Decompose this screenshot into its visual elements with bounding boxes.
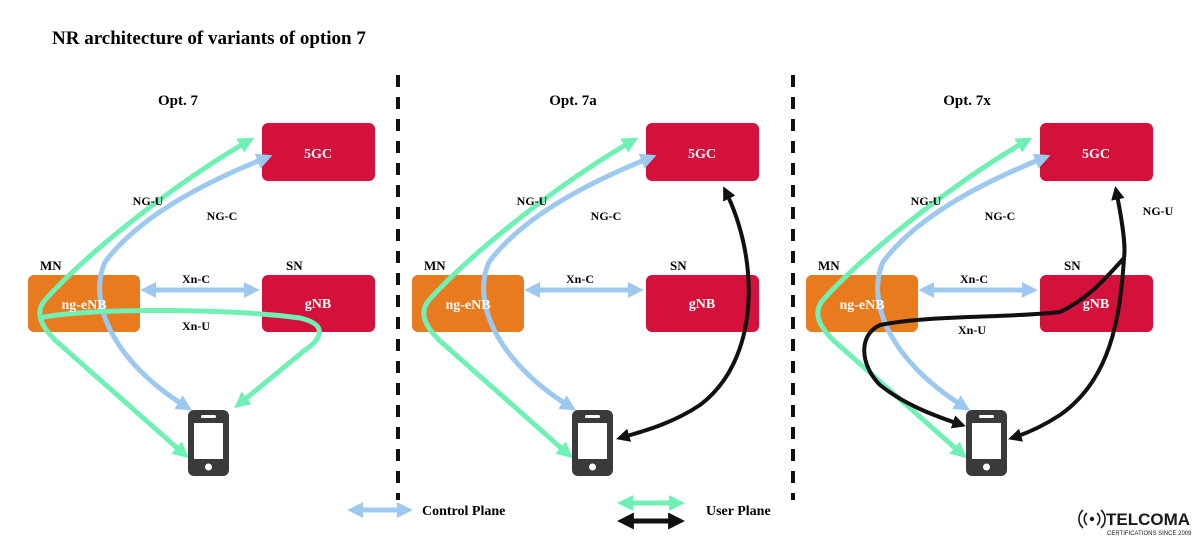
ng-u-link bbox=[815, 137, 1033, 459]
ng-u-label: NG-U bbox=[133, 194, 164, 208]
gnb-ng-u-link bbox=[616, 186, 751, 442]
ng-u-link bbox=[37, 137, 255, 459]
logo-tagline: CERTIFICATIONS SINCE 2009 bbox=[1107, 531, 1192, 537]
ng-enb-label: ng-eNB bbox=[445, 298, 490, 313]
core-5gc-label: 5GC bbox=[304, 147, 332, 162]
ng-enb-label: ng-eNB bbox=[61, 298, 106, 313]
ng-u-label: NG-U bbox=[911, 194, 942, 208]
legend: Control Plane User Plane bbox=[347, 494, 771, 530]
core-5gc-label: 5GC bbox=[1082, 147, 1110, 162]
gnb-ng-u-label: NG-U bbox=[1143, 204, 1174, 218]
user-plane-legend-label: User Plane bbox=[706, 504, 771, 519]
sn-label: SN bbox=[670, 258, 687, 273]
gnb-label: gNB bbox=[689, 297, 715, 312]
phone-icon bbox=[572, 410, 613, 476]
xn-c-label: Xn-C bbox=[566, 272, 594, 286]
panel-opt7a: Opt. 7a 5GC MN SN ng-eNB gNB NG-U NG-C X… bbox=[412, 93, 759, 476]
diagram-title: NR architecture of variants of option 7 bbox=[52, 28, 366, 49]
gnb-ng-u-link bbox=[1111, 185, 1127, 259]
panel-heading: Opt. 7 bbox=[158, 93, 199, 109]
ng-c-label: NG-C bbox=[591, 209, 622, 223]
core-5gc-box bbox=[646, 123, 759, 181]
phone-icon bbox=[188, 410, 229, 476]
signal-icon bbox=[1078, 509, 1106, 529]
panel-heading: Opt. 7x bbox=[943, 93, 991, 109]
xn-u-link bbox=[39, 308, 322, 409]
mn-label: MN bbox=[818, 258, 840, 273]
ng-c-label: NG-C bbox=[985, 209, 1016, 223]
logo-name: TELCOMA bbox=[1106, 510, 1190, 529]
xn-u-label: Xn-U bbox=[182, 319, 210, 333]
panel-opt7x: Opt. 7x 5GC MN SN ng-eNB gNB NG-U NG-C X… bbox=[806, 93, 1174, 476]
core-5gc-box bbox=[262, 123, 375, 181]
core-5gc-label: 5GC bbox=[688, 147, 716, 162]
ng-enb-label: ng-eNB bbox=[839, 298, 884, 313]
ng-u-label: NG-U bbox=[517, 194, 548, 208]
phone-icon bbox=[966, 410, 1007, 476]
gnb-label: gNB bbox=[1083, 297, 1109, 312]
gnb-ue-link bbox=[1008, 257, 1126, 442]
gnb-label: gNB bbox=[305, 297, 331, 312]
panel-heading: Opt. 7a bbox=[549, 93, 597, 109]
panel-opt7: Opt. 7 5GC MN SN ng-eNB gNB NG-U NG-C Xn… bbox=[28, 93, 375, 476]
telcoma-logo: TELCOMA CERTIFICATIONS SINCE 2009 bbox=[1078, 509, 1192, 537]
sn-label: SN bbox=[286, 258, 303, 273]
gnb-box bbox=[1040, 275, 1153, 332]
core-5gc-box bbox=[1040, 123, 1153, 181]
xn-u-label: Xn-U bbox=[958, 323, 986, 337]
xn-c-label: Xn-C bbox=[960, 272, 988, 286]
control-plane-legend-label: Control Plane bbox=[422, 504, 505, 519]
xn-u-link bbox=[862, 256, 1126, 429]
mn-label: MN bbox=[424, 258, 446, 273]
ng-c-label: NG-C bbox=[207, 209, 238, 223]
mn-label: MN bbox=[40, 258, 62, 273]
sn-label: SN bbox=[1064, 258, 1081, 273]
xn-c-label: Xn-C bbox=[182, 272, 210, 286]
ng-u-link bbox=[421, 137, 639, 459]
